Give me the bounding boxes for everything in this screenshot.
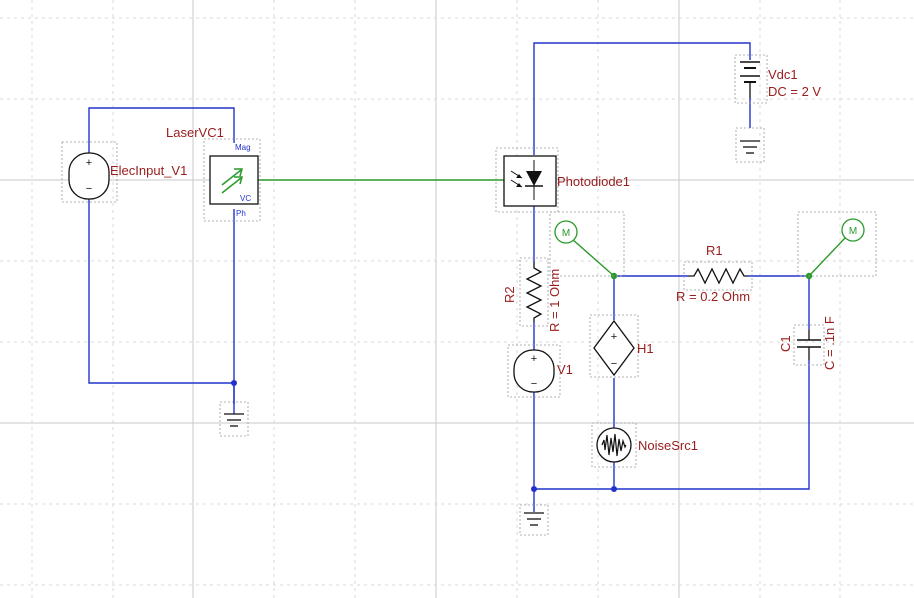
plus-sign: + bbox=[611, 331, 617, 343]
resistor-icon bbox=[688, 267, 748, 285]
v1-source[interactable]: + − bbox=[507, 344, 561, 398]
noise-label: NoiseSrc1 bbox=[638, 438, 698, 453]
meter-icon: M bbox=[562, 228, 570, 239]
pin-ph: Ph bbox=[236, 209, 246, 218]
capacitor-icon bbox=[797, 330, 821, 360]
r2-label: R2 bbox=[502, 286, 517, 303]
pin-mag: Mag bbox=[235, 143, 251, 152]
noise-source[interactable] bbox=[591, 422, 637, 468]
laser-block[interactable]: Mag VC Ph bbox=[203, 138, 261, 222]
meter-icon: M bbox=[849, 226, 857, 237]
junction-node bbox=[531, 486, 537, 492]
wires bbox=[88, 42, 810, 512]
meter-left[interactable]: M bbox=[549, 211, 625, 277]
h1-label: H1 bbox=[637, 341, 654, 356]
probe-wire-left bbox=[571, 238, 615, 277]
ground-icon[interactable] bbox=[219, 383, 249, 437]
ground-icon[interactable] bbox=[735, 127, 765, 163]
minus-sign: − bbox=[531, 378, 537, 390]
plus-sign: + bbox=[531, 353, 537, 365]
plus-sign: + bbox=[86, 157, 92, 169]
laser-label: LaserVC1 bbox=[166, 125, 224, 140]
vdc-value: DC = 2 V bbox=[768, 84, 821, 99]
pin-vc: VC bbox=[240, 194, 251, 203]
junction-node bbox=[611, 486, 617, 492]
capacitor-c1[interactable] bbox=[793, 324, 825, 366]
ground-icon[interactable] bbox=[519, 504, 549, 536]
laser-icon bbox=[221, 168, 243, 194]
r2-value: R = 1 Ohm bbox=[547, 269, 562, 332]
vdc-label: Vdc1 bbox=[768, 67, 798, 82]
photodiode-block[interactable] bbox=[495, 147, 559, 213]
photodiode-label: Photodiode1 bbox=[557, 174, 630, 189]
vdc-source[interactable] bbox=[734, 54, 768, 104]
battery-icon bbox=[740, 61, 760, 98]
meter-right[interactable]: M bbox=[797, 211, 877, 277]
resistor-icon bbox=[525, 262, 543, 322]
noise-icon bbox=[601, 433, 627, 457]
resistor-r2[interactable] bbox=[519, 257, 549, 327]
r1-value: R = 0.2 Ohm bbox=[676, 289, 750, 304]
photodiode-icon bbox=[510, 160, 543, 200]
resistor-r1[interactable] bbox=[683, 261, 753, 291]
elecinput-label: ElecInput_V1 bbox=[110, 163, 187, 178]
r1-label: R1 bbox=[706, 243, 723, 258]
v1-label: V1 bbox=[557, 362, 573, 377]
h1-source[interactable]: + − bbox=[589, 314, 639, 378]
c1-value: C = .1n F bbox=[822, 316, 837, 370]
c1-label: C1 bbox=[778, 335, 793, 352]
elecinput-source[interactable]: + − bbox=[61, 141, 118, 203]
minus-sign: − bbox=[86, 183, 92, 195]
minus-sign: − bbox=[611, 358, 617, 370]
probe-wire-right bbox=[808, 237, 846, 277]
